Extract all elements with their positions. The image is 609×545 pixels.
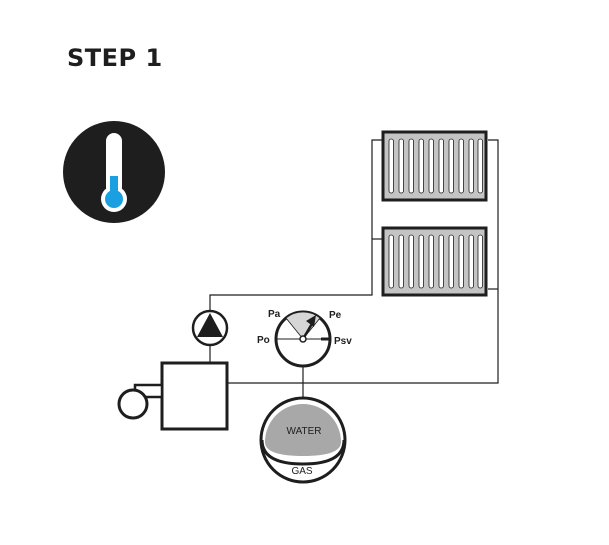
label-pe: Pe [329, 310, 342, 321]
radiator-top [381, 130, 488, 202]
label-water: WATER [287, 426, 322, 437]
label-pa: Pa [268, 309, 281, 320]
label-po: Po [257, 335, 270, 346]
thermometer-icon [63, 121, 165, 223]
page-title: STEP 1 [67, 44, 163, 72]
pump-icon [191, 309, 229, 347]
label-gas: GAS [291, 466, 312, 477]
boiler [117, 361, 229, 431]
pressure-gauge-icon [274, 310, 332, 368]
expansion-vessel [259, 396, 347, 484]
radiator-bottom [381, 226, 488, 297]
label-psv: Psv [334, 336, 352, 347]
